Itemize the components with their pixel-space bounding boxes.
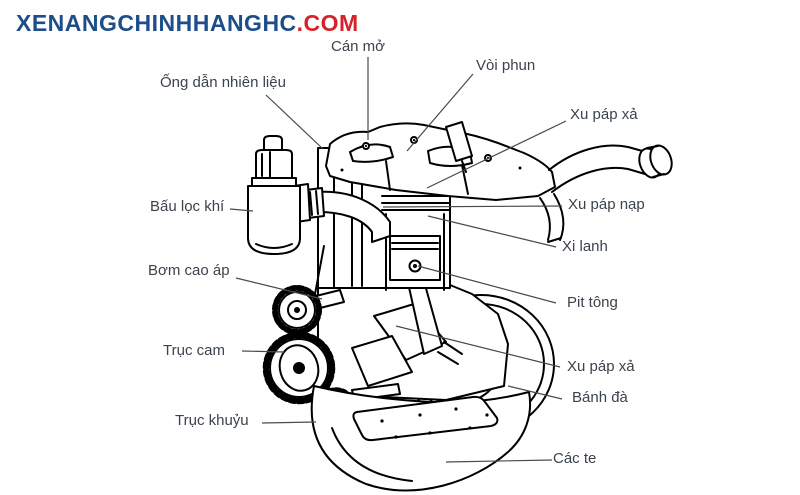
engine-illustration [247,121,673,492]
label-voi-phun: Vòi phun [476,57,536,74]
label-bau-loc-khi: Bấu lọc khí [150,198,225,215]
leader-xi-lanh [427,215,557,248]
leader-bom-cao-ap [235,277,323,300]
label-banh-da: Bánh đà [572,389,628,406]
exhaust-stub-drawing [539,193,565,243]
label-xi-lanh: Xi lanh [562,238,608,255]
label-xu-pap-xa-lower: Xu páp xả [567,358,635,375]
leader-cac-te [445,459,553,463]
leader-bau-loc-khi [229,208,254,212]
leader-voi-phun [406,73,474,152]
intake-runner-drawing [548,144,673,193]
leader-banh-da [507,385,563,400]
label-ong-dan-nhien-lieu: Ống dẫn nhiên liệu [160,74,286,91]
site-logo: XENANGCHINHHANGHC.COM [16,10,359,37]
label-bom-cao-ap: Bơm cao áp [148,262,230,279]
leader-lines [229,57,567,463]
logo-brand-text: XENANGCHINHHANGHC [16,10,297,36]
leader-pit-tong [417,265,557,304]
label-truc-cam: Trục cam [163,342,225,359]
label-truc-khuyu: Trục khuỷu [175,412,249,429]
leader-truc-khuyu [261,421,317,424]
label-xu-pap-xa-top: Xu páp xả [570,106,638,123]
label-pit-tong: Pit tông [567,294,618,311]
leader-xu-pap-xa-top [426,120,567,189]
label-xu-pap-nap: Xu páp nạp [568,196,645,213]
leader-truc-cam [241,350,285,353]
leader-xu-pap-nap [382,205,563,208]
crankcase-drawing [317,273,509,401]
label-can-mo: Cán mở [331,38,386,55]
oil-pan-drawing [310,385,532,492]
leader-ong-dan-nhien-lieu [265,94,324,150]
air-filter-drawing [247,135,391,255]
label-cac-te: Các te [553,450,597,467]
leader-xu-pap-xa-lower [395,325,561,368]
logo-domain-suffix: .COM [296,10,359,36]
